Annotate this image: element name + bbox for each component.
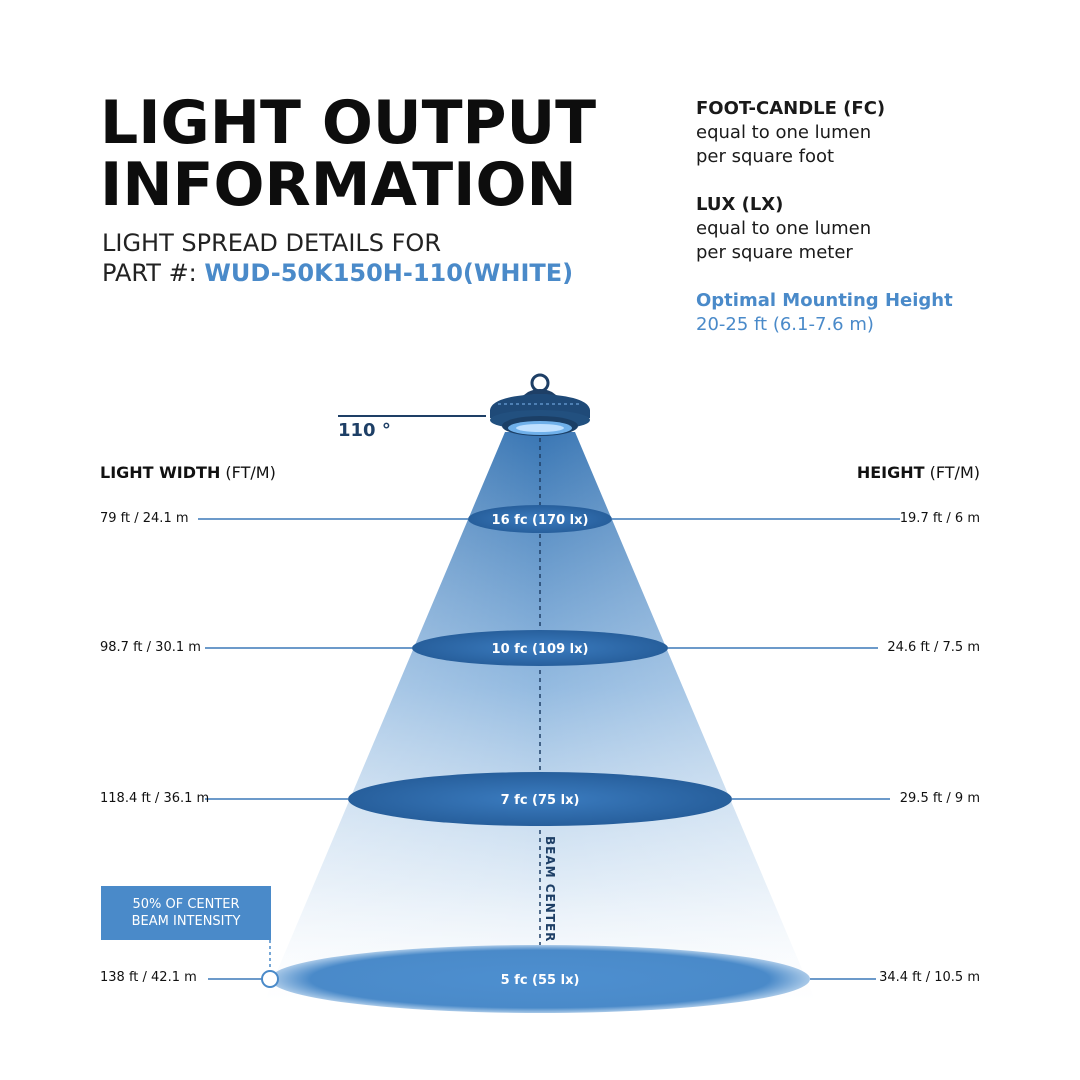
light-width-header-bold: LIGHT WIDTH bbox=[100, 463, 221, 482]
fc-line-1: equal to one lumen bbox=[696, 122, 872, 143]
height-label-1: 19.7 ft / 6 m bbox=[899, 511, 980, 526]
width-label-3: 118.4 ft / 36.1 m bbox=[100, 791, 210, 806]
definition-foot-candle: FOOT-CANDLE (FC) equal to one lumen per … bbox=[696, 97, 953, 169]
intensity-ring-1 bbox=[468, 505, 612, 533]
callout-line-2: BEAM INTENSITY bbox=[131, 914, 241, 929]
subtitle: LIGHT SPREAD DETAILS FOR PART #: WUD-50K… bbox=[102, 228, 573, 288]
light-cone-edge-fade bbox=[265, 432, 815, 1000]
beam-center-label: BEAM CENTER bbox=[543, 836, 557, 942]
intensity-label-1: 16 fc (170 lx) bbox=[492, 513, 589, 528]
mount-title: Optimal Mounting Height bbox=[696, 290, 953, 311]
title-line-2: INFORMATION bbox=[100, 150, 577, 220]
width-label-1: 79 ft / 24.1 m bbox=[100, 511, 189, 526]
height-label-4: 34.4 ft / 10.5 m bbox=[879, 970, 980, 985]
height-label-3: 29.5 ft / 9 m bbox=[899, 791, 980, 806]
intensity-ring-4 bbox=[270, 945, 810, 1013]
intensity-label-4: 5 fc (55 lx) bbox=[501, 973, 580, 988]
width-label-4: 138 ft / 42.1 m bbox=[100, 970, 197, 985]
intensity-label-3: 7 fc (75 lx) bbox=[501, 793, 580, 808]
intensity-ring-2 bbox=[412, 630, 668, 666]
light-width-header-unit: (FT/M) bbox=[220, 463, 276, 482]
title-line-1: LIGHT OUTPUT bbox=[100, 88, 597, 158]
height-label-2: 24.6 ft / 7.5 m bbox=[887, 640, 980, 655]
beam-angle-label: 110 ° bbox=[338, 420, 391, 441]
lx-line-1: equal to one lumen bbox=[696, 218, 872, 239]
definition-lux: LUX (LX) equal to one lumen per square m… bbox=[696, 193, 953, 265]
center-beam-callout: 50% OF CENTER BEAM INTENSITY bbox=[101, 886, 271, 940]
high-bay-fixture-icon bbox=[490, 373, 590, 436]
intensity-ring-3 bbox=[348, 772, 732, 826]
lx-term: LUX (LX) bbox=[696, 194, 784, 215]
part-prefix: PART #: bbox=[102, 259, 205, 287]
height-header-unit: (FT/M) bbox=[924, 463, 980, 482]
width-label-2: 98.7 ft / 30.1 m bbox=[100, 640, 201, 655]
subtitle-line-2: PART #: WUD-50K150H-110(WHITE) bbox=[102, 258, 573, 288]
subtitle-line-1: LIGHT SPREAD DETAILS FOR bbox=[102, 229, 441, 257]
intensity-label-2: 10 fc (109 lx) bbox=[492, 642, 589, 657]
definitions: FOOT-CANDLE (FC) equal to one lumen per … bbox=[696, 97, 953, 337]
mount-value: 20-25 ft (6.1-7.6 m) bbox=[696, 314, 874, 335]
mounting-height: Optimal Mounting Height 20-25 ft (6.1-7.… bbox=[696, 289, 953, 337]
height-header-bold: HEIGHT bbox=[856, 463, 925, 482]
page-title: LIGHT OUTPUT INFORMATION bbox=[100, 92, 596, 216]
fc-term: FOOT-CANDLE (FC) bbox=[696, 98, 886, 119]
lx-line-2: per square meter bbox=[696, 242, 853, 263]
part-number: WUD-50K150H-110(WHITE) bbox=[204, 259, 574, 287]
light-width-header: LIGHT WIDTH (FT/M) bbox=[100, 463, 276, 482]
fc-line-2: per square foot bbox=[696, 146, 835, 167]
intensity-levels: 16 fc (170 lx) 10 fc (109 lx) 7 fc (75 lx)… bbox=[198, 505, 900, 1013]
callout-line-1: 50% OF CENTER bbox=[132, 897, 240, 912]
height-header: HEIGHT (FT/M) bbox=[857, 463, 980, 482]
callout-marker bbox=[261, 970, 279, 988]
